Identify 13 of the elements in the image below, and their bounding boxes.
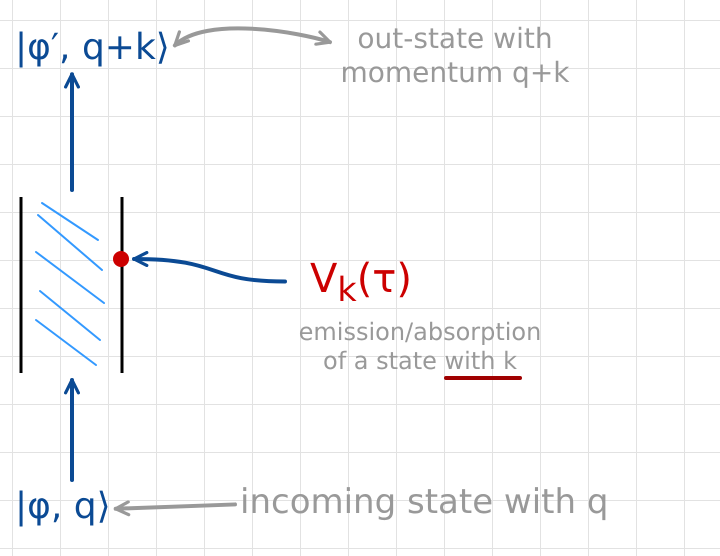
state-ket-text: |φ, q⟩ [15,485,111,528]
vertex-dot [113,251,129,267]
arrow [64,378,80,482]
arrow [64,72,80,192]
arrow [172,26,332,48]
annotation-text: incoming state with q [240,482,608,523]
vertex-label: V$_{k}$(τ) [310,255,412,310]
annotation-text: out-state with momentum q+k [335,22,575,90]
state-ket-text: |φ′, q+k⟩ [15,26,170,70]
hatched-band [18,195,126,375]
arrow [114,500,237,516]
annotation-text: emission/absorption of a state with k [298,318,542,376]
arrow [132,251,287,284]
